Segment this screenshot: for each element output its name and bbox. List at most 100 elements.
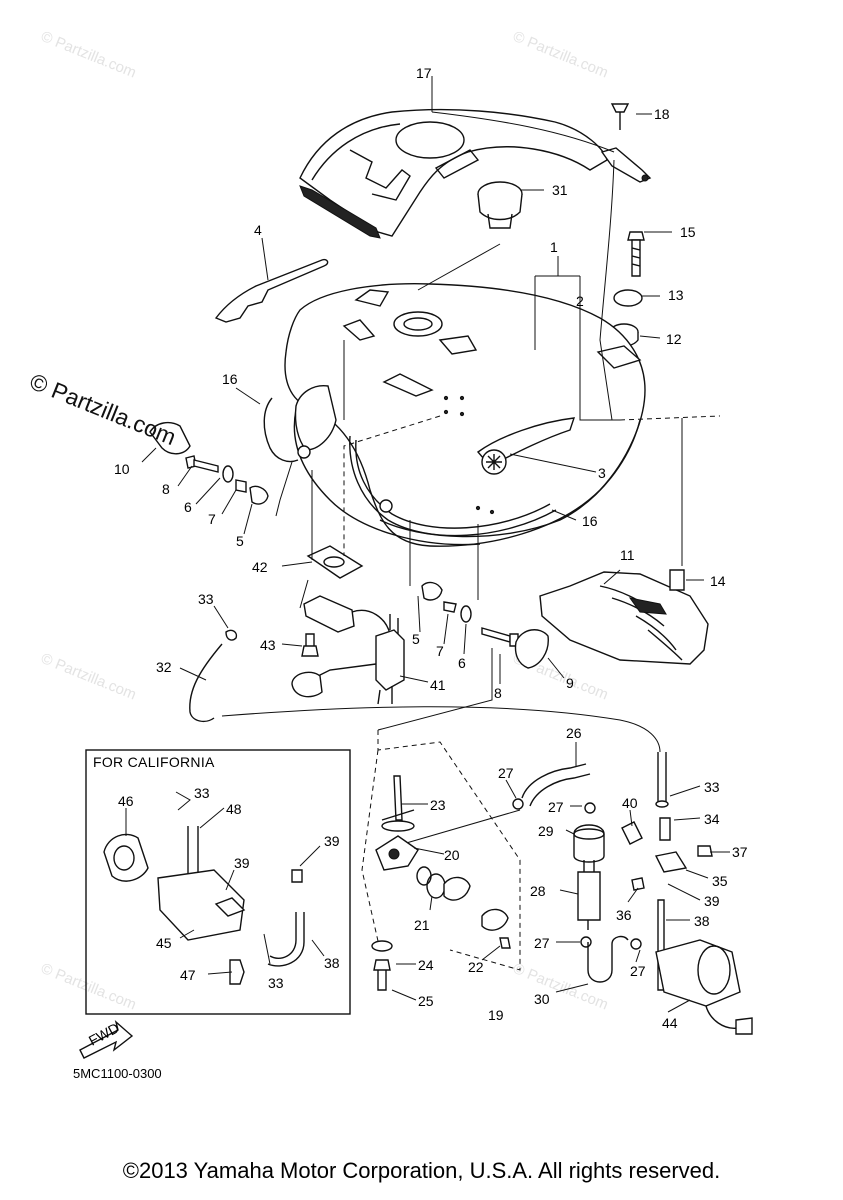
bracket-part — [654, 851, 688, 873]
callout-label: 13 — [668, 287, 684, 303]
callout-label: 42 — [252, 559, 268, 575]
fuel-sender-part — [291, 595, 405, 705]
fuel-pump-part — [655, 939, 753, 1035]
fuel-tank-part — [284, 283, 646, 547]
callout-label: 11 — [620, 547, 635, 563]
canister-fitting-part — [214, 897, 246, 917]
washer-part — [613, 289, 643, 307]
callout-label: 46 — [118, 793, 134, 809]
plate-part — [306, 545, 364, 579]
callout-label: 25 — [418, 993, 434, 1009]
callout-label: 28 — [530, 883, 546, 899]
callout-labels: 17 18 31 4 15 1 2 13 12 16 3 10 8 6 7 5 … — [114, 65, 748, 1031]
vent-hose-part — [657, 752, 667, 802]
callout-label: 34 — [704, 811, 720, 827]
fuel-hose-part — [529, 773, 591, 807]
grommet-part — [514, 629, 549, 669]
callout-label: 27 — [534, 935, 550, 951]
fuel-filter-part — [573, 824, 605, 930]
leader-lines — [221, 76, 721, 971]
fwd-arrow-icon: FWD — [79, 1020, 134, 1059]
callout-label: 39 — [324, 833, 340, 849]
callout-label: 17 — [416, 65, 432, 81]
callout-label: 23 — [430, 797, 446, 813]
callout-label: 31 — [552, 182, 568, 198]
o-ring-part — [426, 873, 446, 899]
callout-label: 3 — [598, 465, 606, 481]
hose-clip-part — [291, 869, 303, 883]
callout-label: 19 — [488, 1007, 504, 1023]
callout-label: 8 — [162, 481, 170, 497]
collar-part — [669, 569, 685, 591]
callout-label: 10 — [114, 461, 130, 477]
callout-label: 33 — [268, 975, 284, 991]
callout-label: 48 — [226, 801, 242, 817]
callout-label: 38 — [694, 913, 710, 929]
callout-label: 41 — [430, 677, 446, 693]
callout-label: 1 — [550, 239, 558, 255]
callout-label: 32 — [156, 659, 172, 675]
callout-label: 8 — [494, 685, 502, 701]
callout-label: 21 — [414, 917, 430, 933]
callout-label: 43 — [260, 637, 276, 653]
left-mount-hardware — [185, 455, 269, 505]
callout-label: 35 — [712, 873, 728, 889]
o-ring-part — [416, 866, 432, 886]
callout-label: 16 — [582, 513, 598, 529]
gasket-part — [481, 908, 509, 931]
side-cover-part — [539, 571, 709, 665]
drain-hose-part — [263, 397, 299, 463]
callout-label: 33 — [198, 591, 214, 607]
callout-label: 33 — [194, 785, 210, 801]
callout-label: 27 — [630, 963, 646, 979]
callout-label: 29 — [538, 823, 554, 839]
copyright-footer: ©2013 Yamaha Motor Corporation, U.S.A. A… — [122, 1158, 721, 1183]
watermark-tile: © Partzilla.com — [511, 960, 611, 1014]
callout-label: 20 — [444, 847, 460, 863]
callout-label: 44 — [662, 1015, 678, 1031]
canister-cap-part — [103, 833, 149, 882]
vent-hose-part — [267, 912, 305, 967]
callout-label: 30 — [534, 991, 550, 1007]
callout-label: 27 — [548, 799, 564, 815]
watermark-tile: © Partzilla.com — [511, 28, 611, 82]
california-box-title: FOR CALIFORNIA — [93, 754, 215, 770]
callout-label: 22 — [468, 959, 484, 975]
hose-clip-part — [584, 802, 596, 814]
callout-leaders — [125, 113, 730, 1013]
joint-part — [659, 817, 671, 841]
vent-hose-part — [189, 643, 223, 723]
filter-part — [443, 876, 471, 901]
clamp-part — [225, 629, 238, 641]
callout-label: 7 — [436, 643, 444, 659]
callout-label: 15 — [680, 224, 696, 240]
joint-part — [621, 821, 643, 845]
callout-label: 39 — [704, 893, 720, 909]
right-mount-hardware — [421, 581, 519, 647]
tank-cover-part — [299, 108, 608, 239]
callout-label: 38 — [324, 955, 340, 971]
california-box — [85, 749, 351, 1015]
callout-label: 6 — [184, 499, 192, 515]
screw-part — [499, 937, 511, 949]
watermark-tile: © Partzilla.com — [39, 28, 139, 82]
fuel-cock-part — [375, 775, 419, 871]
diagram-code: 5MC1100-0300 — [73, 1066, 162, 1081]
screw-part — [631, 877, 645, 891]
fuel-hose-part — [521, 763, 587, 799]
callout-label: 5 — [236, 533, 244, 549]
callout-label: 36 — [616, 907, 632, 923]
hose-clip-part — [512, 798, 524, 810]
callout-label: 6 — [458, 655, 466, 671]
canister-part — [157, 869, 245, 941]
watermark-tile: © Partzilla.com — [39, 960, 139, 1014]
callout-label: 18 — [654, 106, 670, 122]
callout-label: 16 — [222, 371, 238, 387]
callout-label: 37 — [732, 844, 748, 860]
callout-label: 40 — [622, 795, 638, 811]
callout-label: 24 — [418, 957, 434, 973]
emblem-part — [214, 258, 329, 323]
bolt-part — [229, 959, 245, 985]
